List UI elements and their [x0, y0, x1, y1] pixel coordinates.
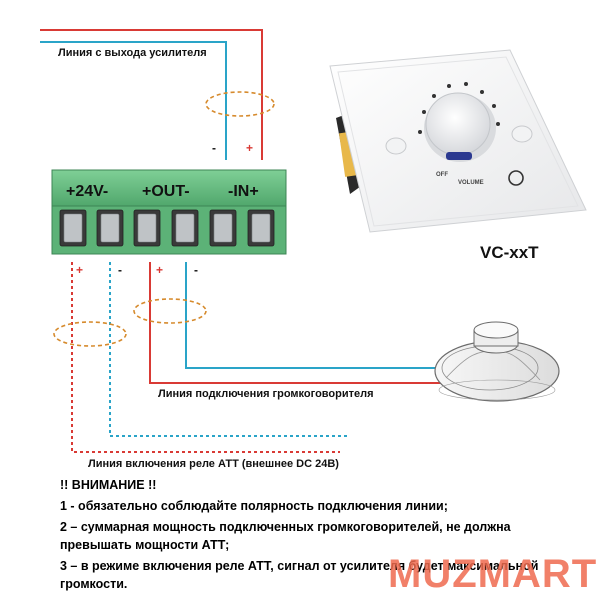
speaker-line-label: Линия подключения громкоговорителя	[158, 388, 374, 400]
dc-plus-sign: +	[76, 263, 83, 277]
speaker-line-wires	[133, 262, 452, 384]
volume-control-panel	[329, 49, 587, 233]
warning-notes: !! ВНИМАНИЕ !! 1 - обязательно соблюдайт…	[60, 476, 580, 593]
in-plus-sign: +	[246, 141, 253, 155]
terminal-out-label: +OUT-	[142, 183, 190, 200]
in-minus-sign: -	[212, 141, 216, 155]
out-plus-sign: +	[156, 263, 163, 277]
model-label: VC-xxT	[480, 243, 539, 262]
out-minus-sign: -	[194, 263, 198, 277]
relay-line-wires	[53, 262, 350, 453]
speaker-icon	[434, 321, 560, 402]
terminal-24v-label: +24V-	[66, 183, 108, 200]
warning-item-3: 3 – в режиме включения реле АТТ, сигнал …	[60, 559, 539, 591]
panel-volume-label: VOLUME	[458, 180, 484, 186]
amplifier-line-label: Линия с выхода усилителя	[58, 47, 207, 59]
amplifier-line-wires	[40, 29, 275, 160]
terminal-in-label: -IN+	[228, 183, 259, 200]
brand-watermark: MUZMART	[388, 552, 598, 596]
panel-off-label: OFF	[436, 172, 448, 178]
terminal-block	[51, 169, 287, 255]
warning-item-1: 1 - обязательно соблюдайте полярность по…	[60, 499, 448, 513]
relay-line-label: Линия включения реле АТТ (внешнее DC 24В…	[88, 458, 339, 470]
warning-item-2: 2 – суммарная мощность подключенных гром…	[60, 520, 511, 552]
warning-title: !! ВНИМАНИЕ !!	[60, 478, 157, 492]
dc-minus-sign: -	[118, 263, 122, 277]
